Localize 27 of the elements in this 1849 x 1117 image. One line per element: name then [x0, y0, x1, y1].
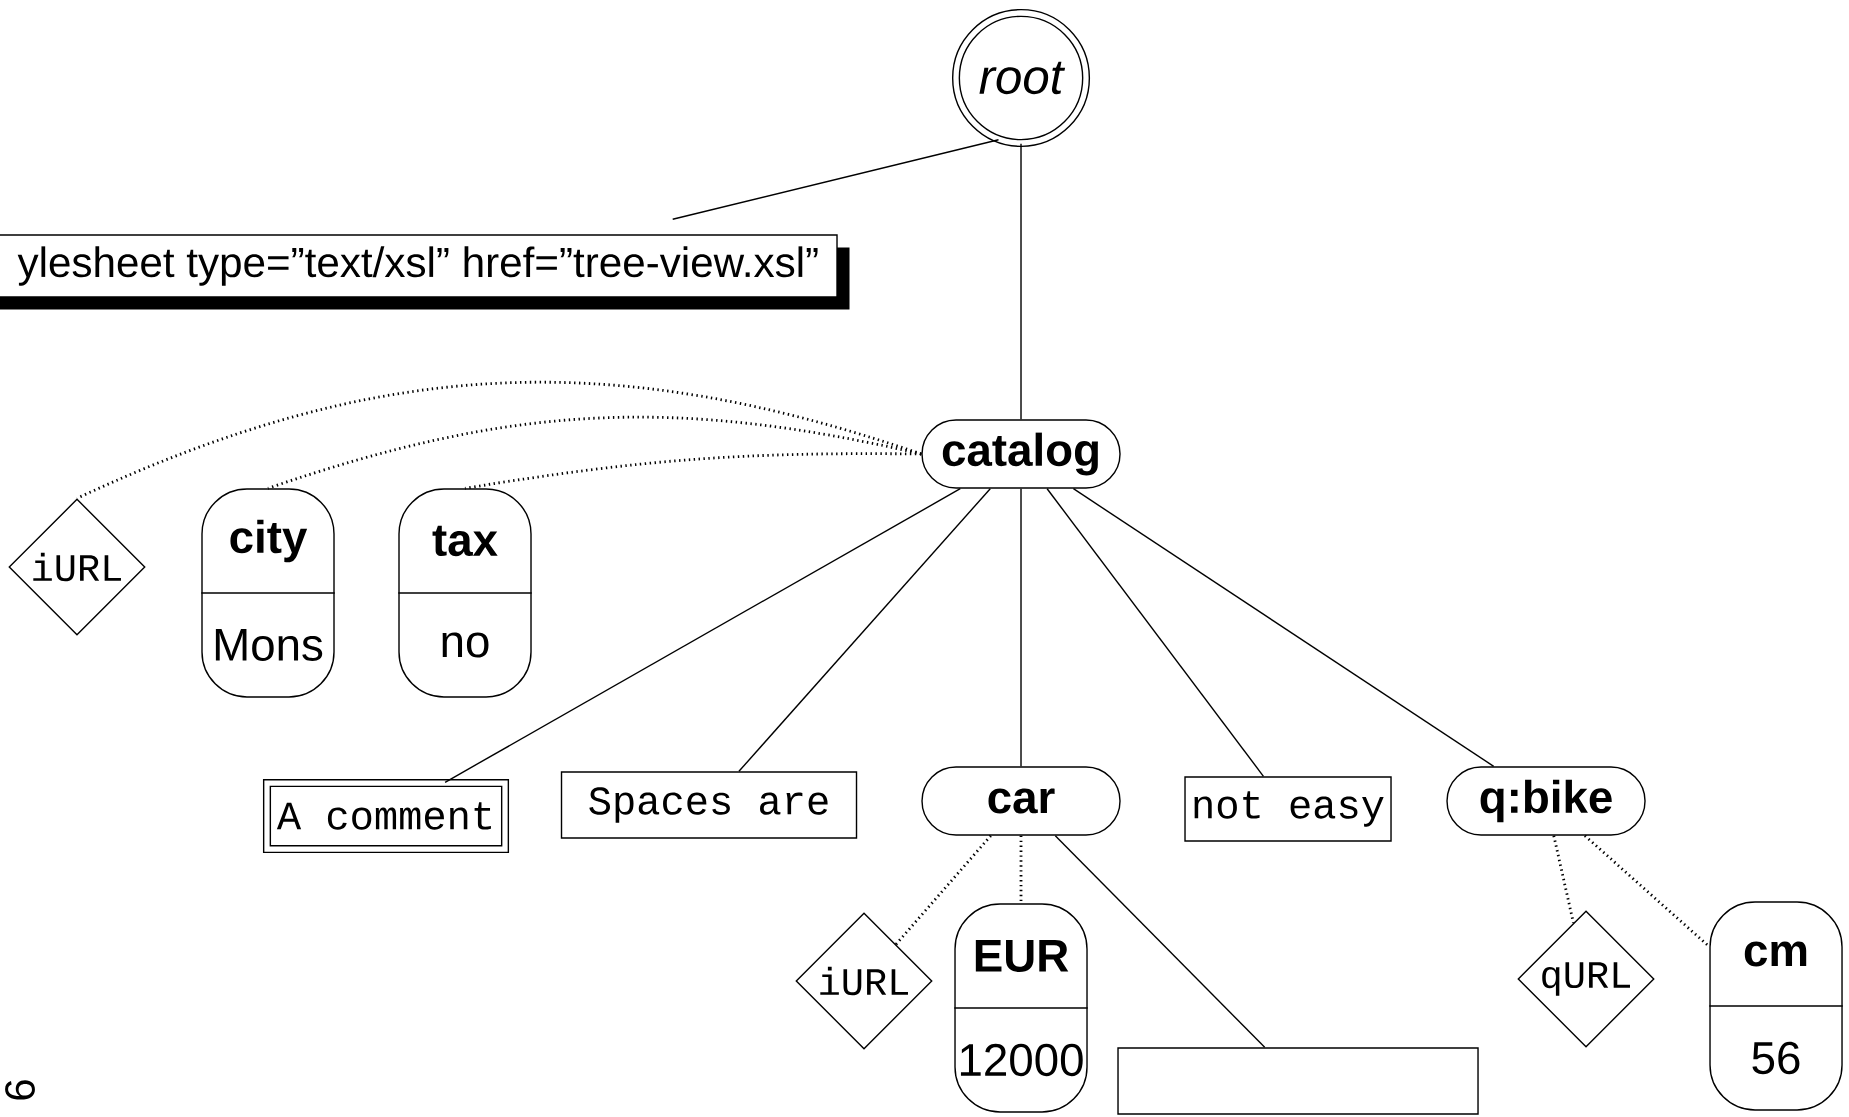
dotted-line: [1583, 834, 1711, 948]
attribute-node: cm 56: [1708, 901, 1844, 1111]
element-node: car: [921, 766, 1121, 836]
connector-line: [672, 139, 1000, 220]
text-box: not easy: [1184, 776, 1392, 842]
text-box: Spaces are: [560, 771, 858, 839]
page-number: 6: [5, 1080, 35, 1100]
text-box: [1117, 1047, 1479, 1115]
dotted-line: [1019, 835, 1023, 904]
element-node: catalog: [921, 419, 1121, 489]
connector-line: [1054, 835, 1266, 1048]
attribute-node: EUR 12000: [953, 903, 1089, 1113]
connector-line: [1072, 488, 1495, 767]
stylesheet-box: ylesheet type=”text/xsl” href=”tree-view.xsl”: [0, 234, 850, 310]
comment-box: A comment: [262, 778, 510, 854]
dotted-line: [267, 415, 922, 490]
connector-line: [1020, 488, 1022, 767]
dotted-line: [1552, 835, 1575, 924]
dotted-line: [464, 452, 922, 490]
attribute-node: city Mons: [200, 488, 336, 698]
connector-line: [738, 488, 991, 772]
connector-line: [1020, 143, 1022, 420]
connector-line: [444, 488, 961, 783]
element-node: q:bike: [1446, 766, 1646, 836]
connector-line: [1046, 488, 1265, 777]
attribute-node: tax no: [397, 488, 533, 698]
dotted-line: [894, 834, 992, 946]
